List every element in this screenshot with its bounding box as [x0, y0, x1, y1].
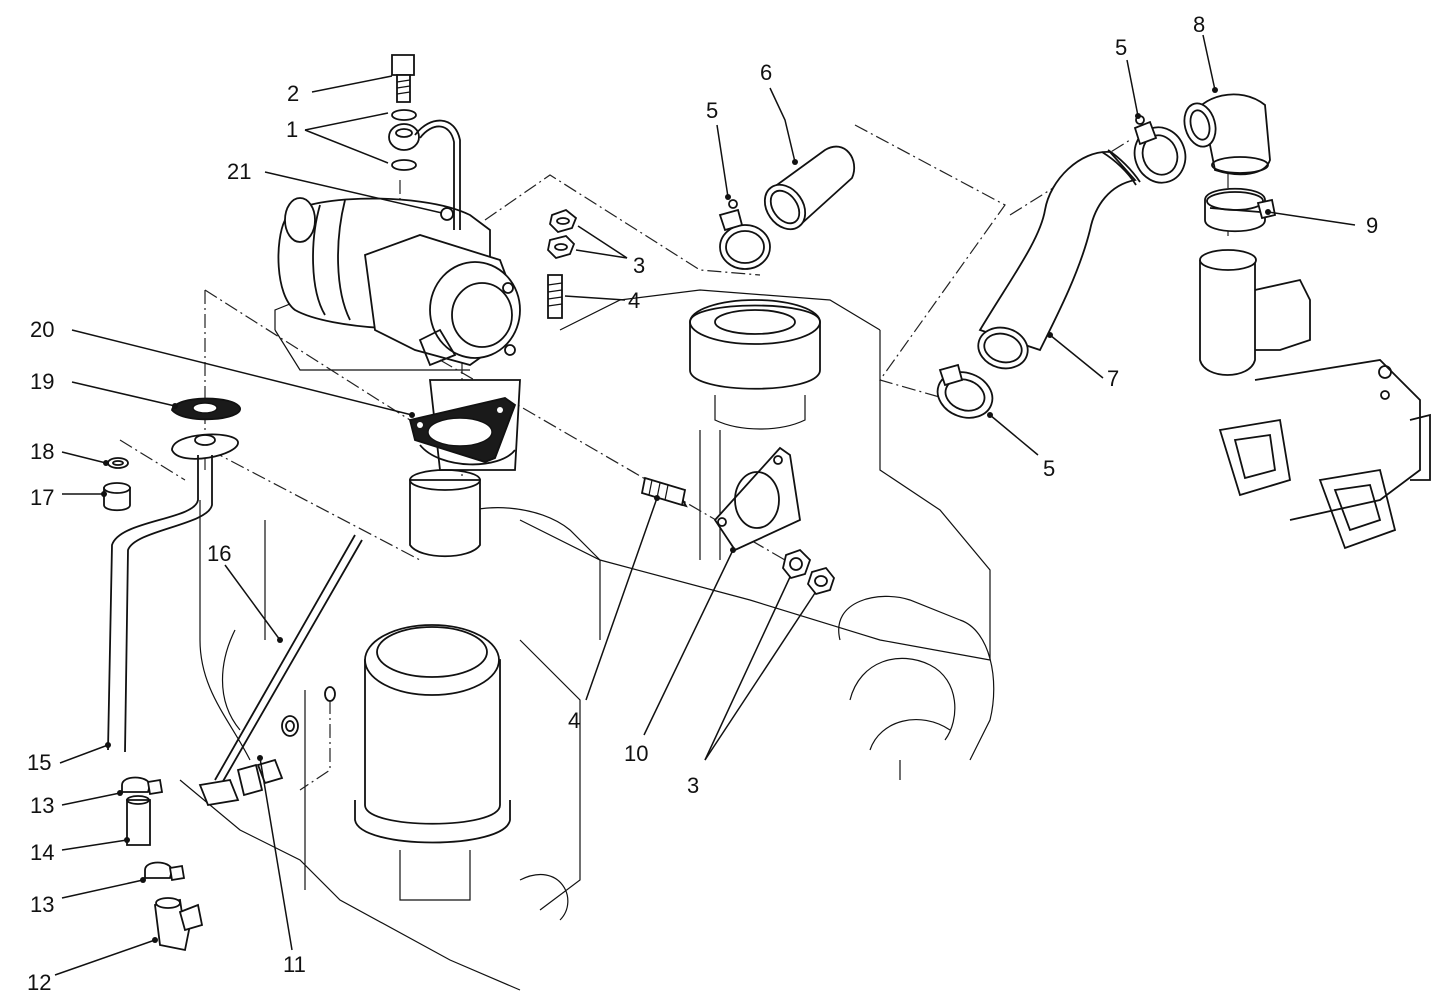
turbocharger [277, 197, 521, 558]
callout-2: 2 [287, 81, 299, 106]
callout-11: 11 [283, 952, 306, 977]
callout-labels: 1 2 3 3 4 4 5 5 5 6 7 8 9 10 11 12 13 13… [27, 12, 1378, 995]
callout-5-top-right: 5 [1115, 35, 1127, 60]
oil-pipe-16 [198, 534, 363, 807]
oil-feed-banjo [388, 54, 461, 230]
callout-1: 1 [286, 117, 298, 142]
callout-16: 16 [207, 541, 231, 566]
engine-block [179, 249, 1431, 991]
callout-5-lower-right: 5 [1043, 456, 1055, 481]
callout-15: 15 [27, 750, 51, 775]
leader-lines [54, 34, 1356, 976]
callout-14: 14 [30, 840, 54, 865]
callout-13-upper: 13 [30, 793, 54, 818]
callout-3-lower: 3 [687, 773, 699, 798]
callout-17: 17 [30, 485, 54, 510]
intake-hoses [718, 93, 1277, 419]
callout-19: 19 [30, 369, 54, 394]
callout-13-lower: 13 [30, 892, 54, 917]
callout-8: 8 [1193, 12, 1205, 37]
callout-9: 9 [1366, 213, 1378, 238]
callout-4-lower: 4 [568, 708, 580, 733]
callout-12: 12 [27, 970, 51, 995]
lower-fittings [121, 776, 204, 952]
callout-6: 6 [760, 60, 772, 85]
callout-7: 7 [1107, 366, 1119, 391]
oil-return-line [103, 397, 241, 753]
callout-4-upper: 4 [628, 288, 640, 313]
turbo-gasket [408, 397, 517, 463]
callout-5-left: 5 [706, 98, 718, 123]
callout-21: 21 [227, 159, 251, 184]
upper-nuts-stud [547, 208, 578, 319]
callout-3-upper: 3 [633, 253, 645, 278]
lower-flange-parts [640, 446, 836, 596]
callout-18: 18 [30, 439, 54, 464]
callout-20: 20 [30, 317, 54, 342]
callout-10: 10 [624, 741, 648, 766]
